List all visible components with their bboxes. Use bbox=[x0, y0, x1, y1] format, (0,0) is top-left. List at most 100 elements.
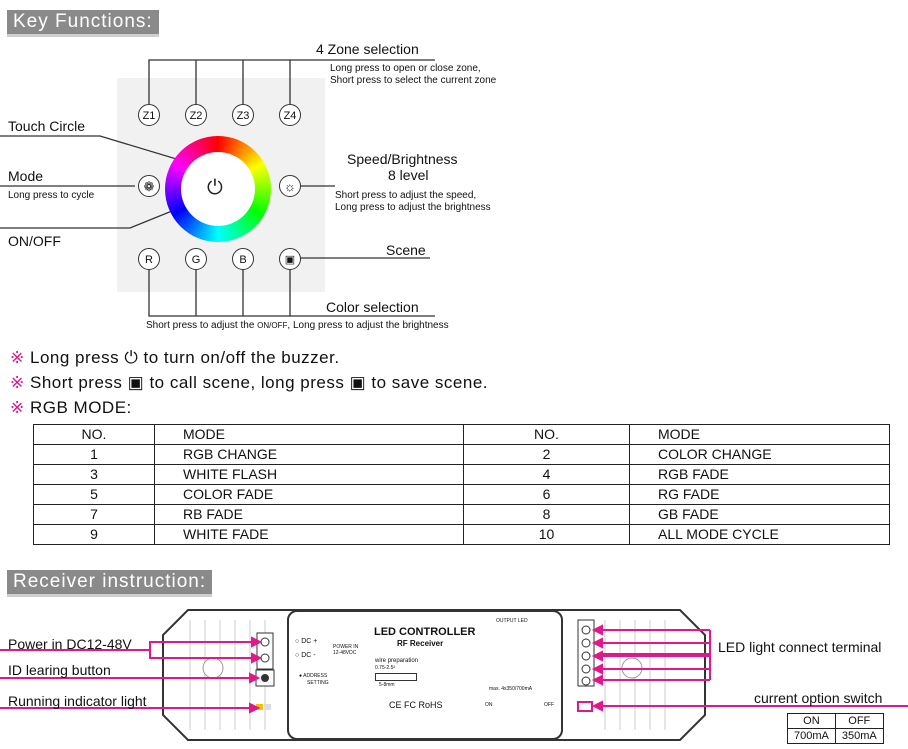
table-cell: WHITE FADE bbox=[154, 524, 464, 545]
table-cell: 2 bbox=[463, 444, 630, 465]
zone-desc-2: Short press to select the current zone bbox=[330, 75, 497, 86]
dc-minus-label: ○ DC - bbox=[295, 652, 316, 659]
table-cell: RGB CHANGE bbox=[154, 444, 464, 465]
save-icon: ▣ bbox=[127, 373, 145, 392]
power-voltage: 12-48VDC bbox=[333, 650, 357, 656]
table-header-row: NO. MODE NO. MODE bbox=[33, 424, 890, 445]
zone-4-button[interactable]: Z4 bbox=[279, 104, 301, 126]
table-row: 9 WHITE FADE 10 ALL MODE CYCLE bbox=[33, 524, 890, 545]
zone-2-button[interactable]: Z2 bbox=[185, 104, 207, 126]
max-spec-label: max. 4x350/700mA bbox=[489, 686, 533, 692]
table-row: 3 WHITE FLASH 4 RGB FADE bbox=[33, 464, 890, 485]
table-cell: RG FADE bbox=[629, 484, 890, 505]
note-scene: ※ Short press ▣ to call scene, long pres… bbox=[10, 373, 488, 392]
table-header: MODE bbox=[629, 424, 890, 445]
mode-desc: Long press to cycle bbox=[8, 190, 95, 201]
id-learning-label: ID learing button bbox=[8, 662, 111, 678]
table-cell: OFF bbox=[834, 713, 884, 729]
table-cell: 5 bbox=[33, 484, 155, 505]
save-icon: ▣ bbox=[349, 373, 367, 392]
running-indicator-label: Running indicator light bbox=[8, 693, 147, 709]
note-rgb-mode: ※ RGB MODE: bbox=[10, 398, 132, 417]
speed-desc-1: Short press to adjust the speed, bbox=[335, 190, 477, 201]
pointer-arrows bbox=[0, 624, 908, 714]
table-cell: 8 bbox=[463, 504, 630, 525]
scene-label: Scene bbox=[386, 242, 426, 258]
table-cell: COLOR FADE bbox=[154, 484, 464, 505]
section-header-receiver: Receiver instruction: bbox=[7, 570, 213, 597]
blue-button[interactable]: B bbox=[232, 248, 254, 270]
table-cell: RB FADE bbox=[154, 504, 464, 525]
table-row: ON OFF bbox=[787, 713, 884, 729]
receiver-label-plate: LED CONTROLLER RF Receiver ○ DC + ○ DC -… bbox=[287, 610, 563, 740]
red-button[interactable]: R bbox=[138, 248, 160, 270]
sw-on-label: ON bbox=[485, 702, 493, 708]
zone-3-button[interactable]: Z3 bbox=[232, 104, 254, 126]
speed-title-1: Speed/Brightness bbox=[347, 151, 458, 167]
device-subtitle: RF Receiver bbox=[397, 639, 444, 648]
current-option-label: current option switch bbox=[754, 690, 883, 706]
table-header: MODE bbox=[154, 424, 464, 445]
save-icon: ▣ bbox=[284, 254, 296, 266]
table-cell: WHITE FLASH bbox=[154, 464, 464, 485]
power-icon: ⏻ bbox=[124, 348, 139, 367]
setting-label: SETTING bbox=[307, 680, 329, 686]
table-cell: 10 bbox=[463, 524, 630, 545]
touch-circle-label: Touch Circle bbox=[8, 118, 86, 134]
table-row: 7 RB FADE 8 GB FADE bbox=[33, 504, 890, 525]
table-cell: 4 bbox=[463, 464, 630, 485]
led-terminal-label: LED light connect terminal bbox=[718, 639, 882, 655]
zone-selection-title: 4 Zone selection bbox=[316, 41, 419, 57]
table-row: 5 COLOR FADE 6 RG FADE bbox=[33, 484, 890, 505]
speed-brightness-button[interactable]: ☼ bbox=[279, 175, 301, 197]
certification-marks: CE FC RoHS bbox=[389, 700, 443, 710]
table-cell: 1 bbox=[33, 444, 155, 465]
sun-icon: ☼ bbox=[284, 179, 296, 194]
wire-length-label: 5-8mm bbox=[379, 682, 395, 688]
sw-off-label: OFF bbox=[544, 702, 554, 708]
table-cell: 350mA bbox=[834, 728, 884, 744]
table-cell: ALL MODE CYCLE bbox=[629, 524, 890, 545]
mode-button[interactable]: ❁ bbox=[138, 175, 160, 197]
address-label: ● ADDRESS bbox=[299, 673, 328, 679]
scene-button[interactable]: ▣ bbox=[279, 248, 301, 270]
on-off-label: ON/OFF bbox=[8, 233, 61, 249]
power-in-small: POWER IN bbox=[333, 644, 359, 650]
color-selection-title: Color selection bbox=[326, 299, 419, 315]
table-row: 1 RGB CHANGE 2 COLOR CHANGE bbox=[33, 444, 890, 465]
mode-label: Mode bbox=[8, 168, 44, 184]
table-cell: 7 bbox=[33, 504, 155, 525]
table-header: NO. bbox=[463, 424, 630, 445]
table-row: 700mA 350mA bbox=[787, 728, 884, 744]
current-option-table: ON OFF 700mA 350mA bbox=[787, 713, 884, 744]
table-cell: GB FADE bbox=[629, 504, 890, 525]
speed-desc-2: Long press to adjust the brightness bbox=[335, 202, 491, 213]
color-desc: Short press to adjust the ON/OFF, Long p… bbox=[146, 320, 449, 331]
table-cell: 700mA bbox=[787, 728, 836, 744]
wire-size-label: 0.75-2.5² bbox=[375, 665, 396, 671]
table-cell: COLOR CHANGE bbox=[629, 444, 890, 465]
wire-prep-label: wire preparation bbox=[375, 658, 419, 664]
device-title: LED CONTROLLER bbox=[374, 626, 476, 638]
dc-plus-label: ○ DC + bbox=[295, 638, 318, 645]
section-header-key-functions: Key Functions: bbox=[7, 10, 159, 37]
wire-diagram bbox=[375, 673, 417, 681]
power-in-label: Power in DC12-48V bbox=[8, 636, 132, 652]
power-icon[interactable]: ⏻ bbox=[207, 177, 223, 199]
note-buzzer: ※ Long press ⏻ to turn on/off the buzzer… bbox=[10, 348, 340, 367]
green-button[interactable]: G bbox=[185, 248, 207, 270]
rgb-mode-table: NO. MODE NO. MODE 1 RGB CHANGE 2 COLOR C… bbox=[33, 424, 890, 545]
table-cell: 6 bbox=[463, 484, 630, 505]
zone-desc-1: Long press to open or close zone, bbox=[330, 63, 481, 74]
leader-lines bbox=[0, 59, 435, 317]
table-cell: 9 bbox=[33, 524, 155, 545]
ring-center bbox=[181, 152, 255, 226]
mode-icon: ❁ bbox=[143, 179, 155, 194]
speed-title-2: 8 level bbox=[388, 167, 429, 183]
table-header: NO. bbox=[33, 424, 155, 445]
table-cell: ON bbox=[787, 713, 836, 729]
table-cell: 3 bbox=[33, 464, 155, 485]
zone-1-button[interactable]: Z1 bbox=[138, 104, 160, 126]
table-cell: RGB FADE bbox=[629, 464, 890, 485]
output-led-label: OUTPUT LED bbox=[496, 618, 528, 624]
